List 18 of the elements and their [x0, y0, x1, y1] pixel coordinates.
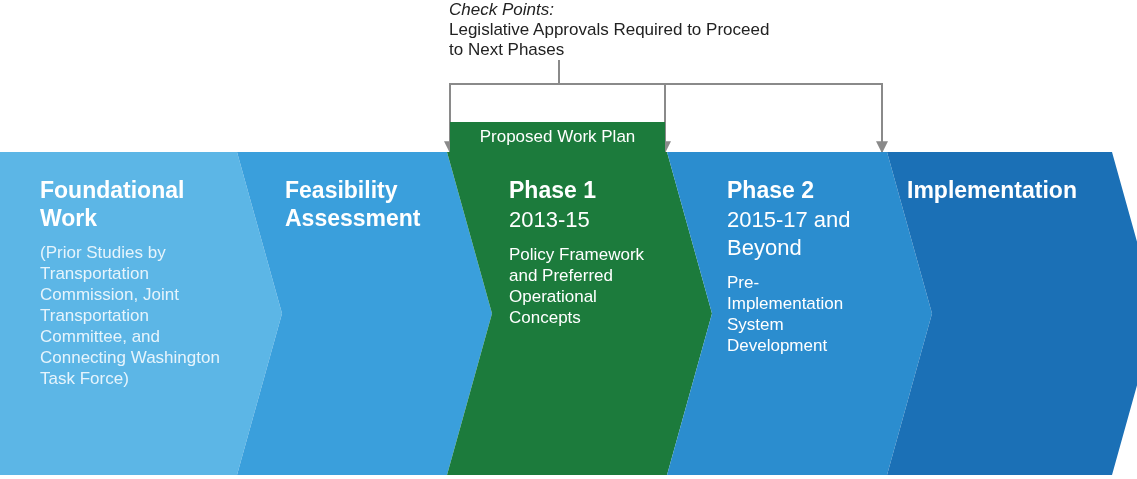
stage-years: 2015-17 and Beyond	[727, 206, 852, 262]
stage-panel	[237, 152, 492, 475]
stage-title: Feasibility Assessment	[285, 176, 422, 232]
note-heading: Check Points:	[449, 0, 555, 20]
stage-description: (Prior Studies by Transportation Commission, Joint Transportation Committee, and Connecting Washington Task Force)	[40, 242, 220, 389]
stage-title: Implementation	[907, 176, 1078, 204]
stage-title: Phase 1	[509, 176, 597, 204]
stage-panel	[887, 152, 1137, 475]
banner-tab: Proposed Work Plan	[450, 122, 665, 152]
stage-years: 2013-15	[509, 206, 591, 234]
bracket-arrow	[558, 59, 888, 154]
stage-title: Foundational Work	[40, 176, 186, 232]
stage-description: Pre-Implementation System Development	[727, 272, 845, 356]
stage-panel	[0, 152, 282, 475]
stage-panel	[447, 152, 712, 475]
stage-title: Phase 2	[727, 176, 815, 204]
stage-description: Policy Framework and Preferred Operational Concepts	[509, 244, 646, 328]
note-text: Legislative Approvals Required to Proceed to Next Phases	[449, 20, 771, 60]
